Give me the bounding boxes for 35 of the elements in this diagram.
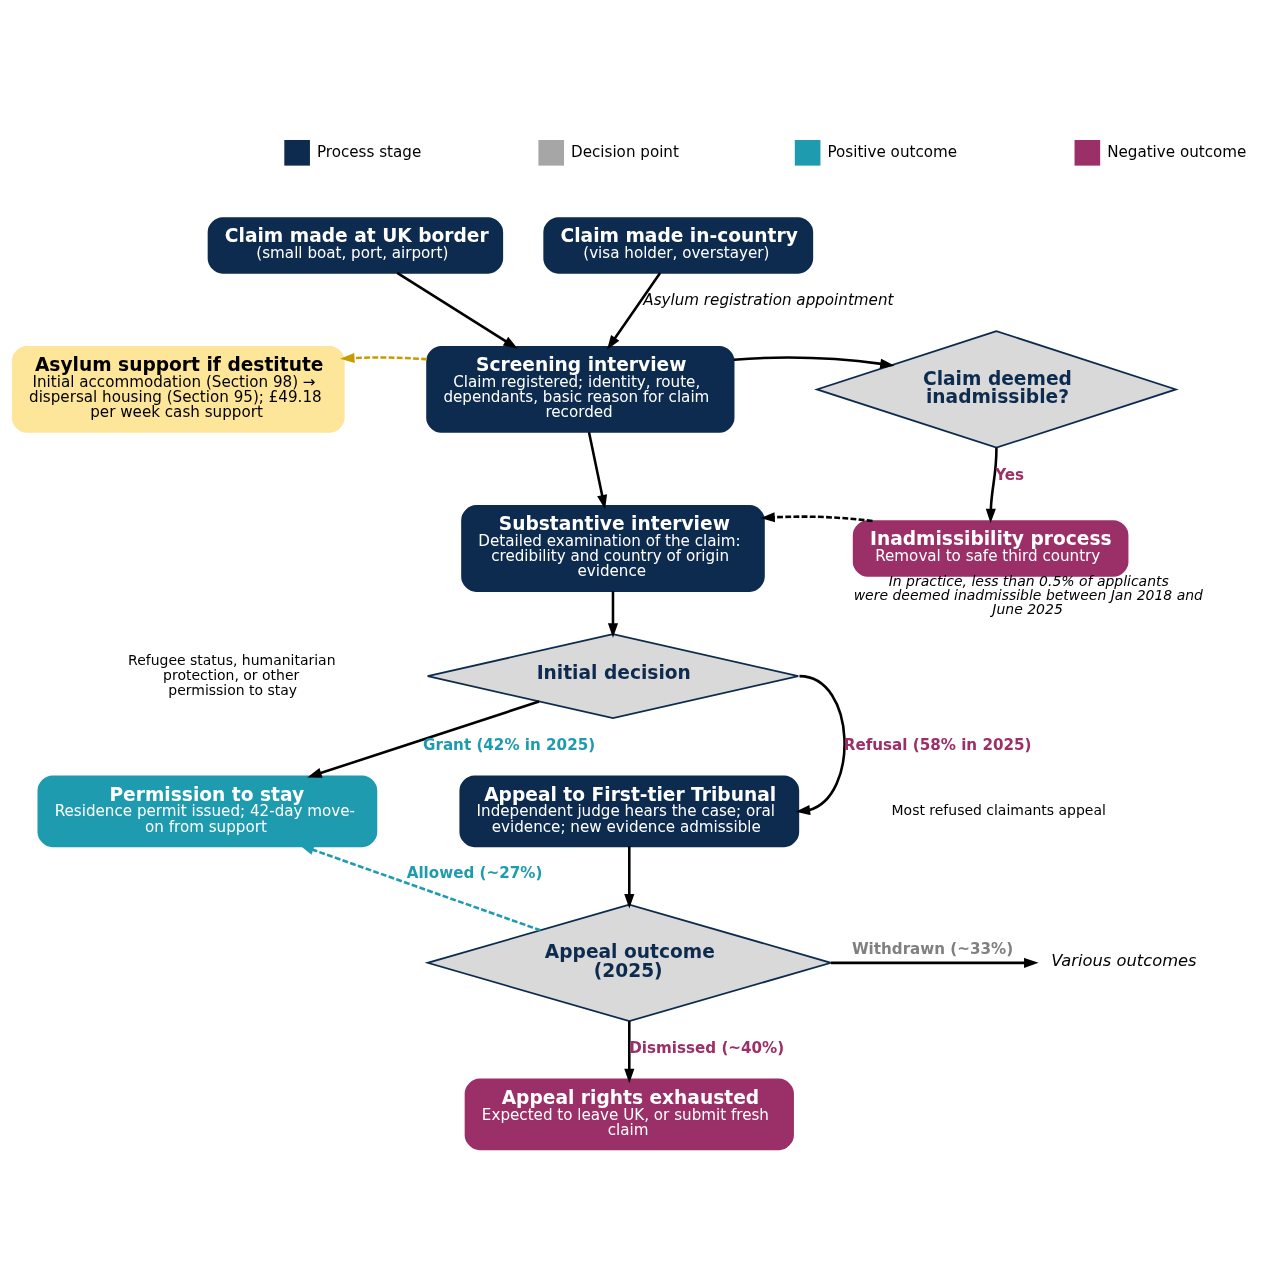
node-diamond: Initial decision [426,632,800,719]
node-diamond: Claim deemed inadmissible? [814,329,1179,449]
edge-label: Grant (42% in 2025) [423,735,596,754]
legend-label: Process stage [316,142,422,161]
arrow [733,355,895,369]
node-box: Permission to stay Residence permit issued; 42-day move-on from support [37,775,378,847]
node-box: Substantive interview Detailed examination of the claim: credibility and country of origin evidence [461,504,765,592]
edge-label: Asylum registration appointment [643,290,894,309]
node-text: Various outcomes [1051,950,1197,970]
arrow [624,845,635,908]
arrow [396,271,518,349]
edge-label: Withdrawn (~33%) [851,939,1014,958]
node-box: Appeal rights exhausted Expected to leave UK, or submit fresh claim [464,1078,794,1150]
label: Most refused claimants appeal [891,801,1106,818]
arrow [985,447,998,523]
node-box: Claim made in-country (visa holder, overstayer) [543,216,814,274]
node-box: Asylum support if destitute Initial accommodation (Section 98) → dispersal housing (Section 95); £49.18 per week cash support [11,345,345,433]
arrow [307,699,540,778]
legend-label: Negative outcome [1107,142,1247,161]
arrow [831,957,1039,968]
arrow [587,431,608,509]
arrow [795,674,846,815]
arrow [340,352,428,363]
label: Refugee status, humanitarian protection, or other permission to stay [128,651,336,698]
node-box: Claim made at UK border (small boat, port, airport) [207,216,504,274]
arrow [607,271,662,350]
node-box: Screening interview Claim registered; identity, route, dependants, basic reason for claim recorded [426,345,735,433]
edge-label: Allowed (~27%) [406,863,543,882]
legend-label: Positive outcome [827,142,958,161]
arrow [607,590,619,638]
arrow [299,844,541,931]
arrow [624,1020,635,1083]
node-box: Appeal to First-tier Tribunal Independent judge hears the case; oral evidence; new evidence admissible [459,775,800,847]
legend-label: Decision point [571,142,679,161]
arrow [760,511,873,522]
